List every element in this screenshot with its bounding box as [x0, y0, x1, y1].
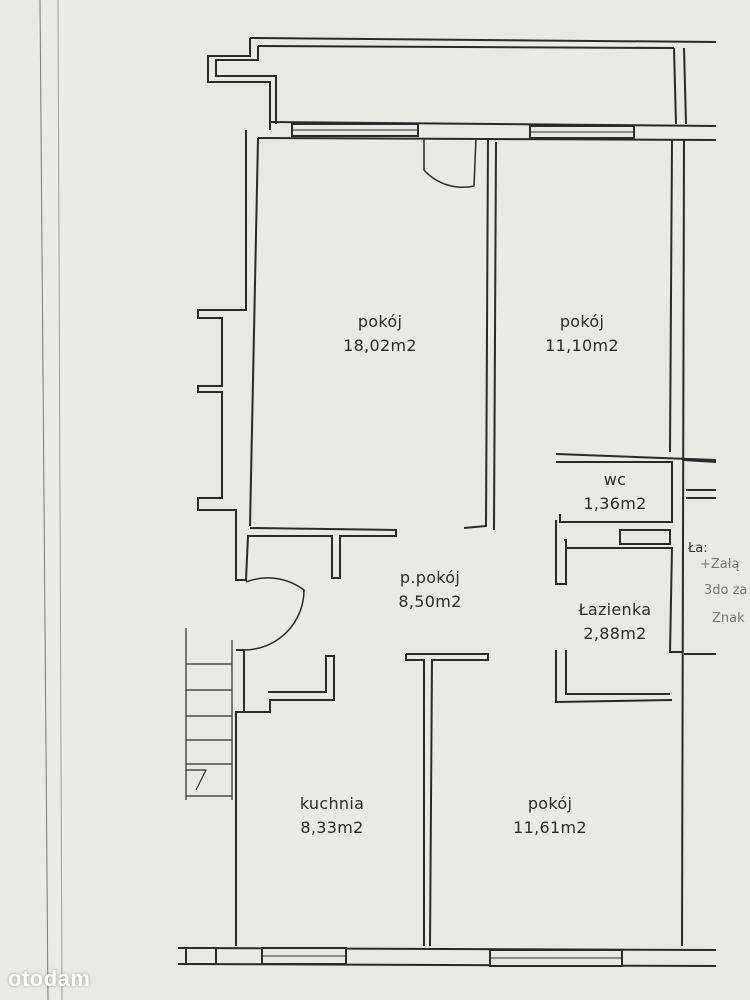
- room-name: kuchnia: [299, 794, 365, 813]
- bottom-partition-b: [405, 654, 425, 946]
- right-outer-wall: [681, 139, 685, 947]
- bath-fixture: [619, 529, 671, 545]
- window-bottom-far: [185, 947, 217, 965]
- room-label-wc: wc 1,36m2: [535, 468, 695, 516]
- wc-top-b: [556, 461, 673, 523]
- room-label-hall: p.pokój 8,50m2: [350, 566, 510, 614]
- wc-top: [555, 453, 717, 461]
- bath-inner: [566, 547, 682, 653]
- room-label-large: pokój 18,02m2: [300, 310, 460, 358]
- room-label-small: pokój 11,10m2: [502, 310, 662, 358]
- door-hall: [243, 577, 305, 651]
- balcony-wall: [249, 37, 717, 43]
- large-room-bottom: [238, 527, 397, 581]
- sheet-edge-left: [39, 0, 49, 1000]
- bottom-wall-inner: [177, 963, 717, 967]
- bath-bottom: [555, 650, 673, 704]
- watermark-logo: otodam: [8, 966, 91, 991]
- room-name: wc: [603, 470, 627, 489]
- balcony-left: [207, 38, 271, 130]
- side-note-2: +Załą: [700, 557, 740, 572]
- room-label-kitchen: kuchnia 8,33m2: [252, 792, 412, 840]
- room-area: 8,33m2: [300, 818, 364, 837]
- room-name: Łazienka: [578, 600, 652, 619]
- balcony-left-inner: [215, 46, 277, 124]
- balcony-right-b: [683, 47, 687, 125]
- room-area: 2,88m2: [583, 624, 647, 643]
- walls: [177, 37, 717, 967]
- partition-center-b: [493, 141, 497, 531]
- bath-bottom-b: [565, 650, 670, 695]
- bath-left: [555, 520, 567, 585]
- room-name: pokój: [559, 312, 605, 331]
- room-name: pokój: [527, 794, 573, 813]
- large-room-left-wall: [249, 137, 259, 527]
- staircase: [185, 628, 233, 800]
- sheet-edge-inner: [57, 0, 63, 1000]
- right-room-right-wall: [669, 139, 673, 453]
- room-area: 18,02m2: [343, 336, 417, 355]
- side-note-4: Znak: [712, 611, 745, 626]
- bottom-partition: [406, 653, 489, 947]
- balcony-right: [673, 47, 677, 125]
- kitchen-top: [244, 655, 335, 713]
- balcony-wall-inner: [257, 45, 675, 49]
- room-label-bathroom: Łazienka 2,88m2: [535, 598, 695, 646]
- room-area: 1,36m2: [583, 494, 647, 513]
- top-wall-outer: [269, 121, 717, 127]
- side-note-3: 3do za: [704, 583, 748, 598]
- room-area: 11,61m2: [513, 818, 587, 837]
- door-large-room: [423, 137, 477, 188]
- partition-center: [463, 137, 489, 529]
- room-label-bottom: pokój 11,61m2: [470, 792, 630, 840]
- large-room-left-outer: [197, 130, 247, 581]
- kitchen-left: [235, 649, 245, 946]
- bottom-wall-outer: [177, 947, 717, 951]
- room-area: 8,50m2: [398, 592, 462, 611]
- room-area: 11,10m2: [545, 336, 619, 355]
- room-name: p.pokój: [399, 568, 461, 587]
- side-note-1: Ła:: [688, 541, 708, 556]
- room-name: pokój: [357, 312, 403, 331]
